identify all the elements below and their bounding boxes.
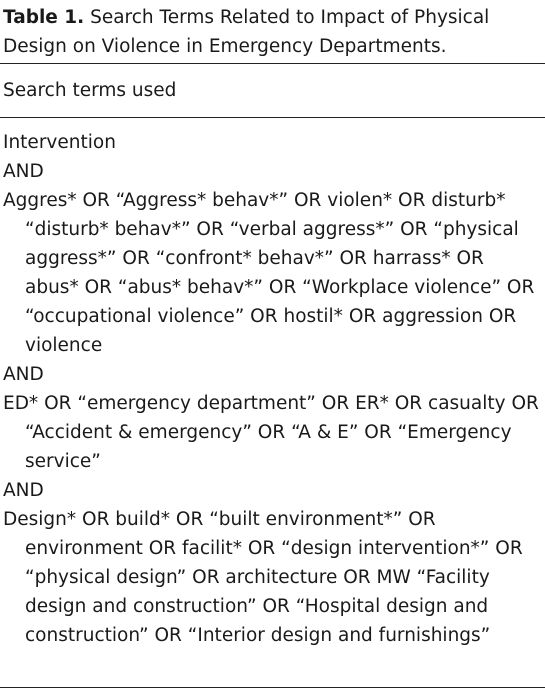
table-caption: Table 1. Search Terms Related to Impact … (3, 0, 539, 61)
row-and-2: AND (3, 364, 44, 385)
row-and-3: AND (3, 480, 44, 501)
row-aggression-terms: Aggres* OR “Aggress* behav*” OR violen* … (3, 190, 535, 356)
row-intervention: Intervention (3, 132, 116, 153)
row-design-terms: Design* OR build* OR “built environment*… (3, 509, 523, 646)
table-label: Table 1. (3, 7, 85, 28)
row-emergency-terms: ED* OR “emergency department” OR ER* OR … (3, 393, 539, 472)
table-title: Search Terms Related to Impact of Physic… (3, 7, 490, 57)
row-and-1: AND (3, 161, 44, 182)
column-header: Search terms used (3, 80, 177, 101)
bottom-rule (0, 687, 545, 688)
header-rule (0, 117, 545, 118)
top-rule (0, 63, 545, 64)
table-body: Intervention AND Aggres* OR “Aggress* be… (3, 128, 543, 650)
